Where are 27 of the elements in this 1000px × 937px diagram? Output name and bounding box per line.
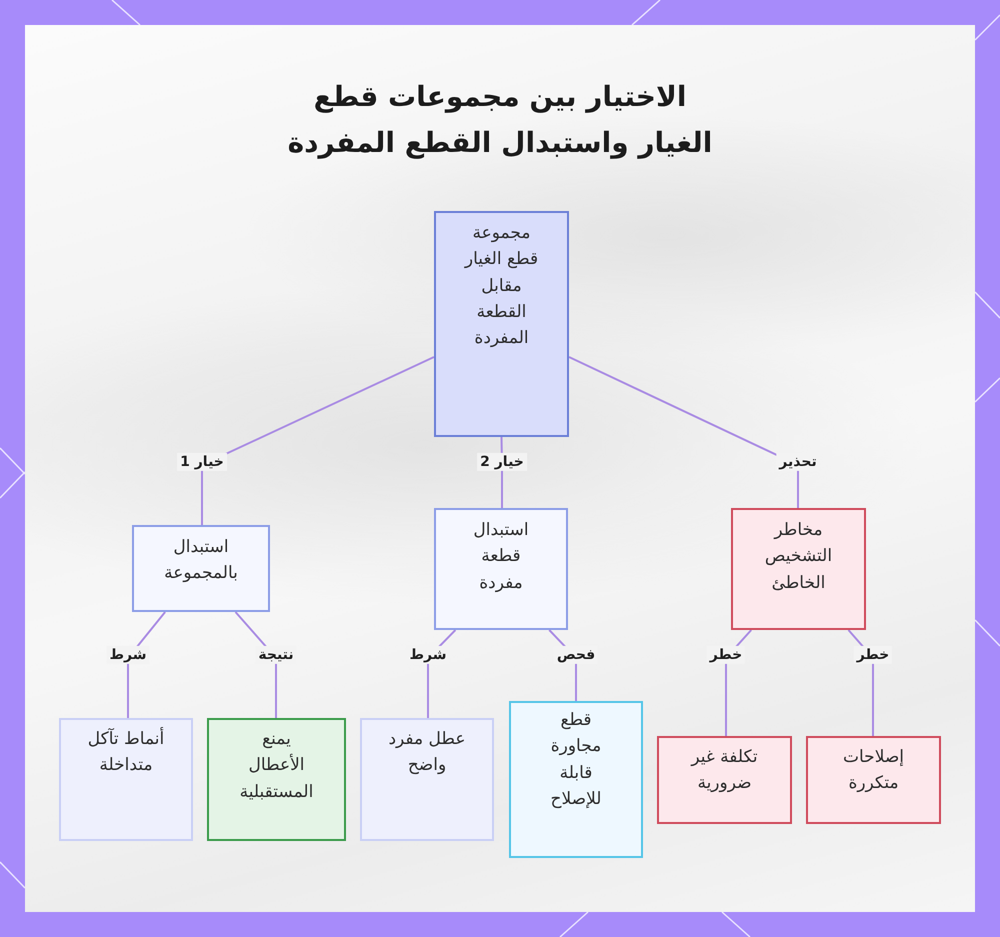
node-text: يمنع الأعطال المستقبلية <box>238 728 314 804</box>
node-text: أنماط تآكل متداخلة <box>86 726 166 778</box>
risk-box <box>806 736 941 824</box>
condition-box <box>59 718 193 841</box>
connector-line <box>201 356 434 525</box>
edge-label: خيار 1 <box>177 452 227 472</box>
option-box <box>434 508 568 630</box>
node-text: استبدال قطعة مفردة <box>472 519 530 595</box>
edge-label: خطر <box>854 646 892 664</box>
node-text: استبدال بالمجموعة <box>163 536 239 586</box>
node-text: تكلفة غير ضرورية <box>690 746 759 796</box>
option-box <box>132 525 270 612</box>
condition-box <box>360 718 494 841</box>
risk-box <box>657 736 792 824</box>
topic-box <box>434 211 569 437</box>
node-text: عطل مفرد واضح <box>387 728 467 778</box>
node-text: مجموعة قطع الغيار مقابل القطعة المفردة <box>464 222 539 350</box>
diagram-title: الاختيار بين مجموعات قطع الغيار واستبدال القطع المفردة <box>286 79 714 162</box>
connector-line <box>568 356 799 508</box>
node-text: قطع مجاورة قابلة للإصلاح <box>550 709 602 812</box>
check-box <box>509 701 643 858</box>
edge-label: خيار 2 <box>477 452 527 472</box>
risk-box <box>731 508 866 630</box>
node-text: إصلاحات متكررة <box>842 746 905 796</box>
result-box <box>207 718 346 841</box>
edge-label: خطر <box>706 646 746 664</box>
node-text: مخاطر التشخيص الخاطئ <box>764 519 834 595</box>
